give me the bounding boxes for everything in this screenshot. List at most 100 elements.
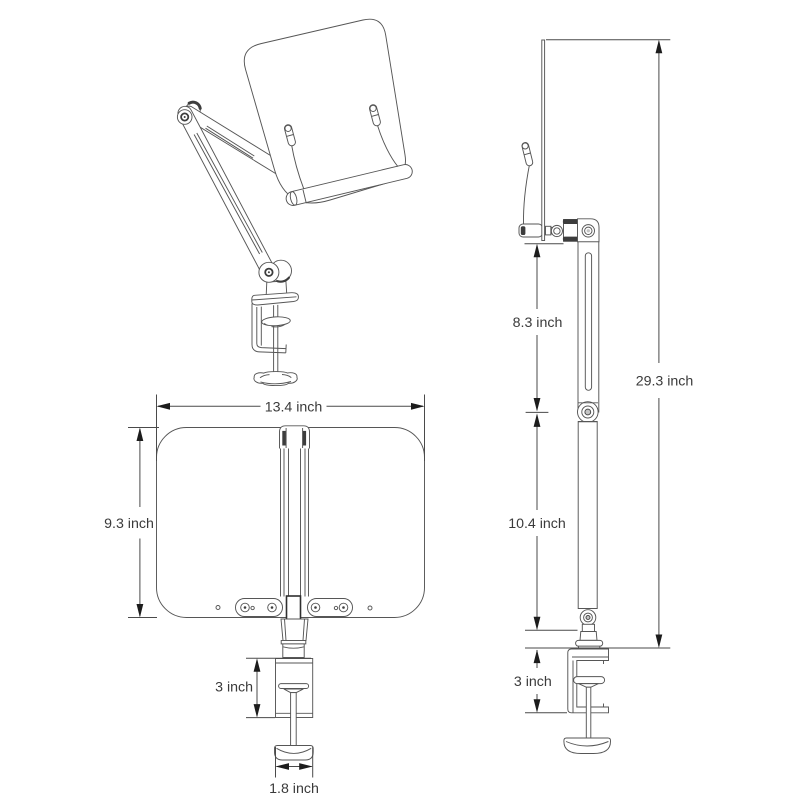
persp-screw-rod-path [273,304,279,318]
side-riser-discs-rect2 [575,639,604,647]
front-mount-bracket-path [279,425,310,449]
ledge-tube-ellipse [289,191,298,206]
view-side: 8.3 inch 10.4 inch 29.3 inch [508,39,694,754]
page-holder-wire-right-path [376,124,399,167]
side-wire [521,142,534,225]
side-base-joint [579,609,597,626]
view-perspective [176,18,413,387]
front-riser-path2 [284,618,305,641]
dim-side-lower-arm-polygon2 [533,616,541,631]
side-base-pad [563,737,611,754]
dim-front-base-width-polygon2 [299,763,313,770]
persp-screw-rod [273,304,279,372]
persp-clamp-body-path [251,303,286,354]
dim-front-clamp-height-label: 3 inch [215,680,253,696]
dim-side-lower-arm-label: 10.4 inch [508,516,566,532]
page-holder-wire-right-line [371,114,379,117]
page-holder-wire-left-line [286,134,294,137]
side-head-bracket-rect [545,225,552,236]
side-lower-arm [577,421,598,609]
main-strut-path2 [193,132,263,255]
side-wire-line [523,152,531,156]
dim-front-base-width: 1.8 inch [269,747,319,797]
dim-side-total-height-polygon [655,39,663,54]
dim-front-height: 9.3 inch [104,427,159,618]
dim-side-upper-arm-polygon [533,243,541,258]
front-base-pad [274,745,314,761]
elbow-joint-circle4 [267,271,270,274]
persp-base-pad-path3 [260,381,292,385]
elbow-joint-path [276,276,290,283]
side-knob-screw-rect2 [585,686,592,739]
page-holder-wire-left [284,124,305,190]
dim-side-total-height-label: 29.3 inch [636,373,694,389]
side-head-bracket [545,218,600,243]
front-hinge-plates-circle10 [342,606,345,609]
dim-side-total-height-polygon2 [655,634,663,648]
persp-base-pad-path2 [259,374,292,379]
dim-side-lower-arm-polygon [533,413,541,427]
dim-front-height-polygon2 [136,604,144,618]
side-ledge-rect2 [520,226,526,235]
persp-clamp-body-path2 [256,307,287,350]
front-base-pad-path [274,745,314,761]
persp-knob-disc-path [263,322,285,328]
dim-side-clamp-height-label: 3 inch [514,674,552,690]
dim-side-clamp-height: 3 inch [514,649,567,714]
panel [243,18,406,204]
side-panel-edge [541,39,546,241]
side-wire-path [523,164,530,225]
side-elbow [577,401,599,423]
dim-front-base-width-polygon [275,763,289,770]
side-upper-arm [577,241,600,413]
side-riser-discs [575,623,604,650]
side-riser-discs-path [579,631,598,641]
dim-side-upper-arm: 8.3 inch [513,243,564,413]
persp-clamp-plate-path [251,292,299,306]
page-holder-wire-left-path [291,144,305,190]
persp-base-pad [253,371,298,387]
ledge-tube [285,164,413,206]
side-head-bracket-circle5 [586,229,590,233]
elbow-joint [258,259,292,283]
front-hinge-plates-circle8 [333,605,339,611]
dim-front-width-polygon2 [411,402,425,410]
side-elbow-circle3 [584,408,592,416]
front-mount-bracket [279,425,310,449]
dim-side-clamp-height-polygon2 [533,699,541,713]
persp-knob-disc-ellipse [261,316,291,327]
persp-screw-rod-path2 [273,326,279,372]
side-wire-circle [521,142,529,150]
front-mount-bracket-rect [282,430,286,446]
dim-front-clamp-height-polygon2 [253,704,261,718]
view-front: 13.4 inch 9.3 inch 3 inch [104,394,425,797]
page-holder-wire-left-circle [284,124,292,132]
side-head-bracket-circle [550,224,563,238]
side-knob-screw [573,676,606,739]
top-hinge [176,100,202,125]
front-panel [156,427,425,618]
side-knob-screw-path [578,683,599,688]
front-hinge-plates-rect2 [307,598,353,617]
front-knob-screw-rect2 [290,692,297,746]
top-hinge-circle3 [183,116,186,118]
front-base-pad-path2 [276,747,312,754]
front-hinge-plates-circle [240,602,250,613]
front-hinge-plates-circle2 [243,606,247,609]
side-base-pad-path2 [565,741,609,747]
front-riser-rect2 [282,643,305,658]
dim-front-clamp-height: 3 inch [215,657,311,719]
front-mount-bracket-rect2 [302,430,307,446]
front-riser [280,618,309,658]
persp-clamp-plate-line [251,296,297,301]
front-hinge-plates-circle7 [314,606,317,609]
side-upper-arm-rect [584,252,593,391]
dim-side-clamp-height-polygon [533,649,541,664]
front-riser-rect [280,640,307,645]
dim-side-total-height: 29.3 inch [525,39,694,649]
front-hinge-plates-circle3 [250,605,255,611]
side-head-bracket-circle2 [553,227,561,235]
front-hinge-plates-circle9 [338,602,349,613]
ledge-tube-path [285,164,413,206]
dim-front-height-label: 9.3 inch [104,516,154,532]
